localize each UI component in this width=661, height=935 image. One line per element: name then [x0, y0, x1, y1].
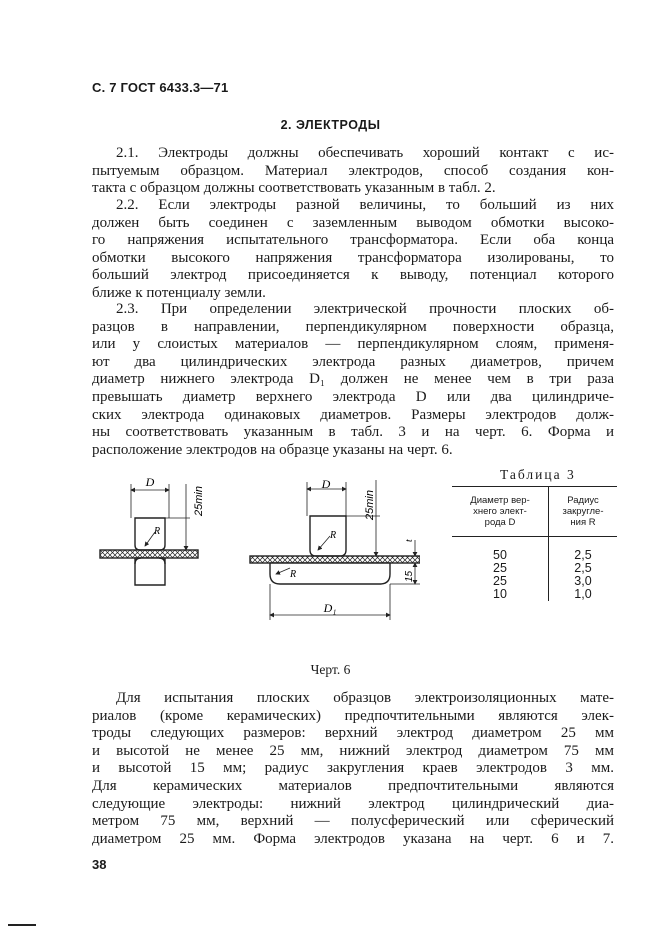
text-line: троды следующих размеров: верхний электр…	[92, 725, 614, 742]
figure-caption: Черт. 6	[310, 662, 351, 677]
right-label-r-lower: R	[289, 569, 296, 580]
section-title: 2. ЭЛЕКТРОДЫ	[280, 118, 381, 132]
left-label-r: R	[153, 526, 160, 537]
text-line: расположение электродов на образце указа…	[92, 441, 453, 458]
cell-diameter: 50	[452, 536, 549, 562]
left-label-d: D	[145, 475, 155, 489]
electrode-drawing: D R 25min D R R D₁ 25min t 15	[99, 475, 420, 620]
text-line: или у слоистых материалов — перпендикуля…	[92, 336, 614, 353]
paragraph-preferred-electrodes: Для испытания плоских образцов электроиз…	[92, 690, 614, 848]
right-label-d1: D₁	[323, 601, 337, 615]
page-header: С. 7 ГОСТ 6433.3—71	[92, 80, 229, 95]
text-line: обмотки высокого напряжения трансформато…	[92, 249, 614, 266]
text-line: ближе к потенциалу земли.	[92, 284, 266, 301]
text-line: ских электрода одинаковых диаметров. Раз…	[92, 406, 614, 423]
right-label-t: t	[404, 539, 415, 542]
right-label-25min: 25min	[364, 490, 376, 521]
text-line: и высотой не менее 25 мм, нижний электро…	[92, 742, 614, 759]
text-line: такта с образцом должны соответствовать …	[92, 180, 496, 197]
column-header-diameter: Диаметр вер-хнего элект-рода D	[452, 486, 549, 537]
text-line: пытуемым образцом. Материал электродов, …	[92, 162, 614, 179]
text-line: 2.1. Электроды должны обеспечивать хорош…	[116, 145, 614, 161]
right-label-r-upper: R	[329, 530, 336, 541]
paragraph-2-1: 2.1. Электроды должны обеспечивать хорош…	[92, 145, 614, 198]
text-line: 2.3. При определении электрической прочн…	[116, 301, 614, 317]
cell-diameter: 10	[452, 588, 549, 601]
text-line: метром 75 мм, верхний — полусферический …	[92, 813, 614, 830]
text-line: диаметром 25 мм. Форма электродов указан…	[92, 830, 614, 847]
right-electrode-pair	[249, 480, 420, 620]
text-line: Для керамических материалов предпочтител…	[92, 777, 614, 794]
text-line: должен быть соединен с заземленным вывод…	[92, 214, 614, 231]
cell-radius: 2,5	[574, 561, 592, 575]
left-electrode-pair	[99, 484, 199, 586]
cell-radius: 3,0	[574, 574, 592, 588]
text-line: превышать диаметр верхнего электрода D и…	[92, 388, 614, 405]
cell-radius: 1,0	[574, 587, 592, 601]
text-line: риалов (кроме керамических) предпочтител…	[92, 707, 614, 724]
cell-diameter: 25	[452, 575, 549, 588]
text-line: следующие электроды: нижний электрод цил…	[92, 795, 614, 812]
text-line: Для испытания плоских образцов электроиз…	[116, 690, 614, 706]
text-line: ют два цилиндрических электрода разных д…	[92, 353, 614, 370]
right-label-d: D	[321, 477, 331, 491]
text-line: и высотой 15 мм; радиус закругления крае…	[92, 760, 614, 777]
margin-mark	[8, 924, 36, 926]
paragraph-2-2: 2.2. Если электроды разной величины, то …	[92, 197, 614, 303]
text-line: ны соответствовать указанным в табл. 3 и…	[92, 424, 614, 441]
text-line: разцов в направлении, перпендикулярном п…	[92, 318, 614, 335]
paragraph-2-3: 2.3. При определении электрической прочн…	[92, 301, 614, 459]
text-line: го напряжения испытательного трансформат…	[92, 232, 614, 249]
left-label-25min: 25min	[193, 486, 205, 517]
text-line: больший электрод присоединяется к выводу…	[92, 267, 614, 284]
table-title: Таблица 3	[500, 467, 576, 482]
right-label-15: 15	[404, 570, 415, 582]
page-number: 38	[92, 857, 107, 872]
text-line: диаметр нижнего электрода D₁ должен не м…	[92, 371, 614, 388]
text-line: 2.2. Если электроды разной величины, то …	[116, 197, 614, 213]
cell-radius: 2,5	[574, 548, 592, 562]
cell-diameter: 25	[452, 562, 549, 575]
